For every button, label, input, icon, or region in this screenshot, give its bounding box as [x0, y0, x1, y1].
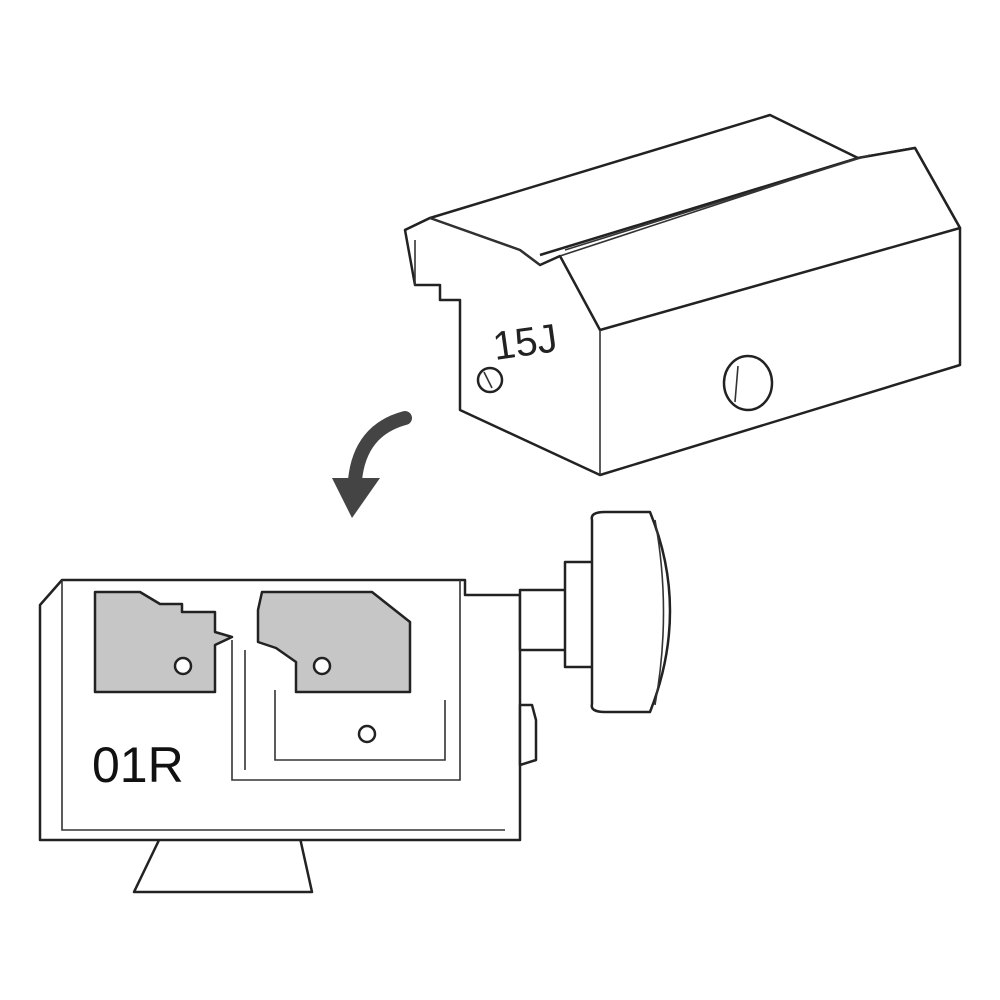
insert-screw-hole: [476, 366, 504, 394]
clamp-foot: [132, 836, 314, 894]
curved-arrow-icon: [332, 411, 412, 518]
left-jaw-screw: [173, 656, 193, 676]
right-jaw-screw: [312, 656, 332, 676]
right-jaw: [256, 590, 412, 694]
insert-block-15j: 15J: [403, 113, 962, 477]
insert-label: 15J: [490, 316, 560, 369]
tightening-knob[interactable]: [518, 510, 672, 714]
clamp-label: 01R: [92, 737, 184, 793]
insert-pin-hole: [722, 354, 774, 412]
clamp-screw: [357, 724, 377, 744]
left-jaw: [93, 590, 234, 694]
clamp-01r: 01R: [38, 510, 672, 894]
